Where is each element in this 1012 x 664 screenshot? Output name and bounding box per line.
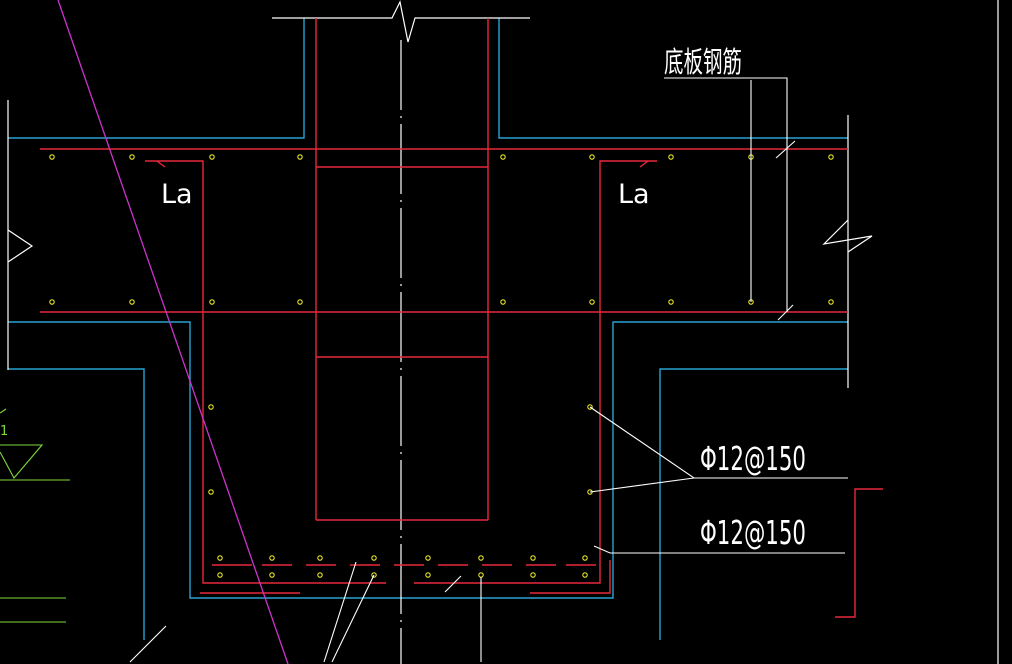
- rebar-point: [209, 154, 215, 160]
- rebar-point: [217, 572, 223, 578]
- rebar-point: [589, 299, 595, 305]
- rebar-point: [668, 154, 674, 160]
- section-cut-line: [57, 0, 289, 664]
- leader-lines: [129, 77, 848, 663]
- rebar-point: [371, 555, 377, 561]
- rebar-point: [478, 555, 484, 561]
- rebar-point: [668, 299, 674, 305]
- rebar-point: [371, 572, 377, 578]
- dim-mark-text: 1: [0, 424, 8, 439]
- rebar-point: [425, 555, 431, 561]
- anchorage-label-right: La: [618, 179, 650, 210]
- slab-rebar-label: 底板钢筋: [664, 45, 742, 79]
- anchorage-label-left: La: [161, 179, 193, 210]
- rebar-point: [587, 404, 593, 410]
- rebar-point: [530, 555, 536, 561]
- rebar-point: [500, 154, 506, 160]
- rebar-spec-lower: Φ12@150: [700, 513, 806, 552]
- rebar-point: [297, 299, 303, 305]
- rebar-point: [269, 555, 275, 561]
- rebar-points: [49, 154, 834, 578]
- rebar-point: [828, 154, 834, 160]
- rebar-point: [828, 299, 834, 305]
- rebar-point: [478, 572, 484, 578]
- rebar-point: [208, 489, 214, 495]
- rebar-point: [425, 572, 431, 578]
- rebar-point: [317, 555, 323, 561]
- rebar-point: [208, 404, 214, 410]
- rebar-point: [49, 154, 55, 160]
- rebar-point: [49, 299, 55, 305]
- ground-hatch: [0, 408, 70, 623]
- rebar-lines: [40, 18, 883, 618]
- rebar-point: [582, 572, 588, 578]
- break-lines: [7, 0, 873, 664]
- rebar-point: [530, 572, 536, 578]
- rebar-point: [297, 154, 303, 160]
- rebar-point: [209, 299, 215, 305]
- rebar-point: [129, 154, 135, 160]
- rebar-point: [500, 299, 506, 305]
- rebar-point: [217, 555, 223, 561]
- rebar-point: [129, 299, 135, 305]
- rebar-point: [269, 572, 275, 578]
- rebar-point: [317, 572, 323, 578]
- rebar-spec-upper: Φ12@150: [700, 439, 806, 478]
- rebar-point: [582, 555, 588, 561]
- rebar-point: [589, 154, 595, 160]
